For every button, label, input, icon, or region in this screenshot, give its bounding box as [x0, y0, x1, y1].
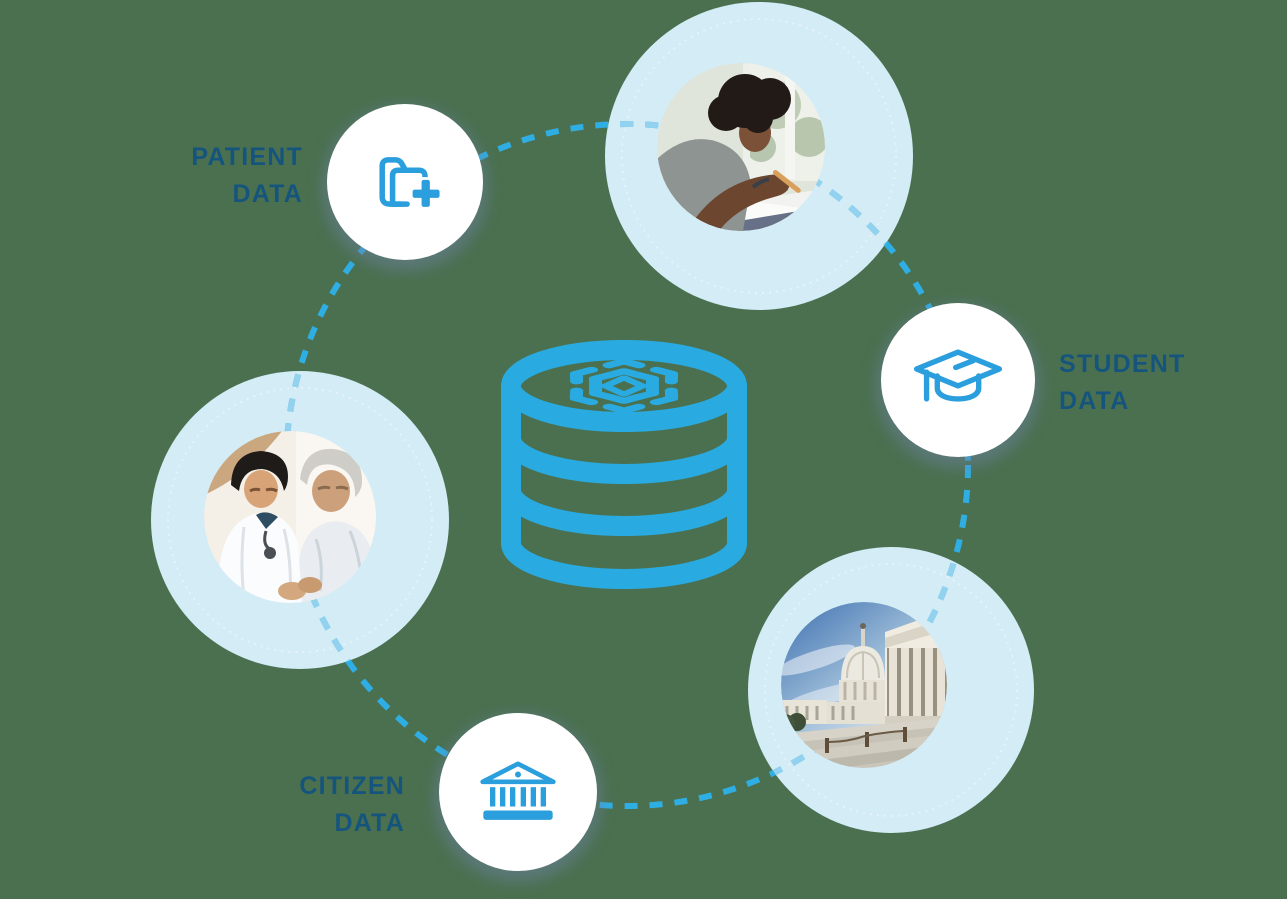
- doctors-photo-illustration: [204, 431, 376, 603]
- citizen-label-line2: DATA: [334, 809, 405, 837]
- student-label-line1: STUDENT: [1059, 350, 1186, 378]
- capitol-photo-illustration: [781, 602, 947, 768]
- snowflake-logo: [569, 358, 679, 414]
- graduation-cap-icon: [913, 348, 1003, 402]
- student-data-label: STUDENT DATA: [1059, 346, 1185, 420]
- faint-inner-rings: [167, 18, 1018, 817]
- capitol-photo: [781, 602, 947, 768]
- student-label-line2: DATA: [1059, 387, 1130, 415]
- student-data-node: [881, 303, 1035, 457]
- patient-data-node: [327, 104, 483, 260]
- snowflake-database-graphic: [501, 340, 747, 589]
- bank-building-icon: [480, 760, 556, 820]
- medical-folder-icon: [379, 157, 443, 210]
- patient-label-line2: DATA: [232, 180, 303, 208]
- citizen-data-node: [439, 713, 597, 871]
- citizen-data-label: CITIZEN DATA: [299, 768, 405, 842]
- citizen-label-line1: CITIZEN: [299, 772, 405, 800]
- patient-data-label: PATIENT DATA: [191, 139, 303, 213]
- student-photo: [657, 63, 825, 231]
- snowflake-database-icon: [500, 338, 748, 600]
- patient-label-line1: PATIENT: [191, 143, 303, 171]
- student-photo-illustration: [657, 63, 825, 231]
- doctors-photo: [204, 431, 376, 603]
